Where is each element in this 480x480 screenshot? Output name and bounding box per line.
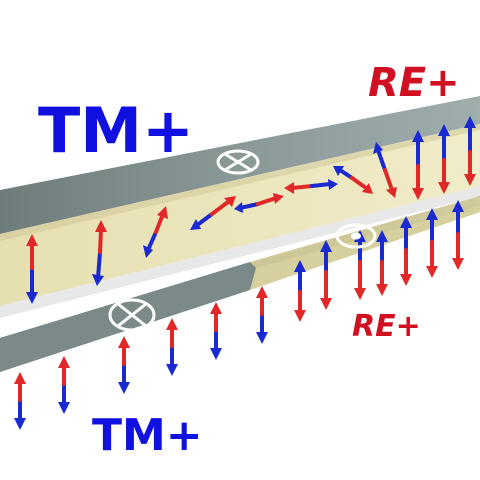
lower-strip-right-yellow [250,206,480,290]
spin-arrow [58,356,70,414]
upper-strip-side-face [0,124,480,306]
re-bottom-label: RE+ [352,309,421,344]
spin-arrow [452,200,464,270]
spin-arrow [118,336,130,394]
spin-arrow [26,234,38,304]
spin-arrow [92,220,107,286]
re-top-label: RE+ [368,60,460,106]
spin-arrow [256,286,268,344]
spin-arrow [438,124,450,194]
spin-arrow [234,193,284,213]
upper-strip-shade [0,124,480,241]
spin-arrow [143,206,168,258]
tm-top-label: TM+ [38,94,194,167]
spin-arrow [333,166,373,194]
spin-arrow [210,302,222,360]
spin-arrow [14,372,26,430]
spin-arrow [284,179,338,194]
spin-arrow [373,142,397,198]
circle-cross-icon [108,298,156,332]
spin-arrow [320,240,332,310]
circle-cross-icon [216,149,260,175]
spin-arrow [400,216,412,286]
circle-dot-icon [335,223,377,249]
tm-bottom-label: TM+ [92,410,203,461]
lower-strip-right-top [250,196,480,268]
spin-arrow [426,208,438,278]
upper-spin-arrows [26,116,476,304]
spin-arrow [190,196,236,230]
lower-spin-arrows [14,200,464,430]
upper-strip-shadow [0,186,480,318]
upper-strip-top-face [0,96,480,234]
spin-arrow [166,318,178,376]
spin-arrow [464,116,476,186]
spin-arrow [412,130,424,200]
spin-arrow [294,260,306,322]
spin-arrow [376,230,388,296]
upper-strip [0,96,480,318]
